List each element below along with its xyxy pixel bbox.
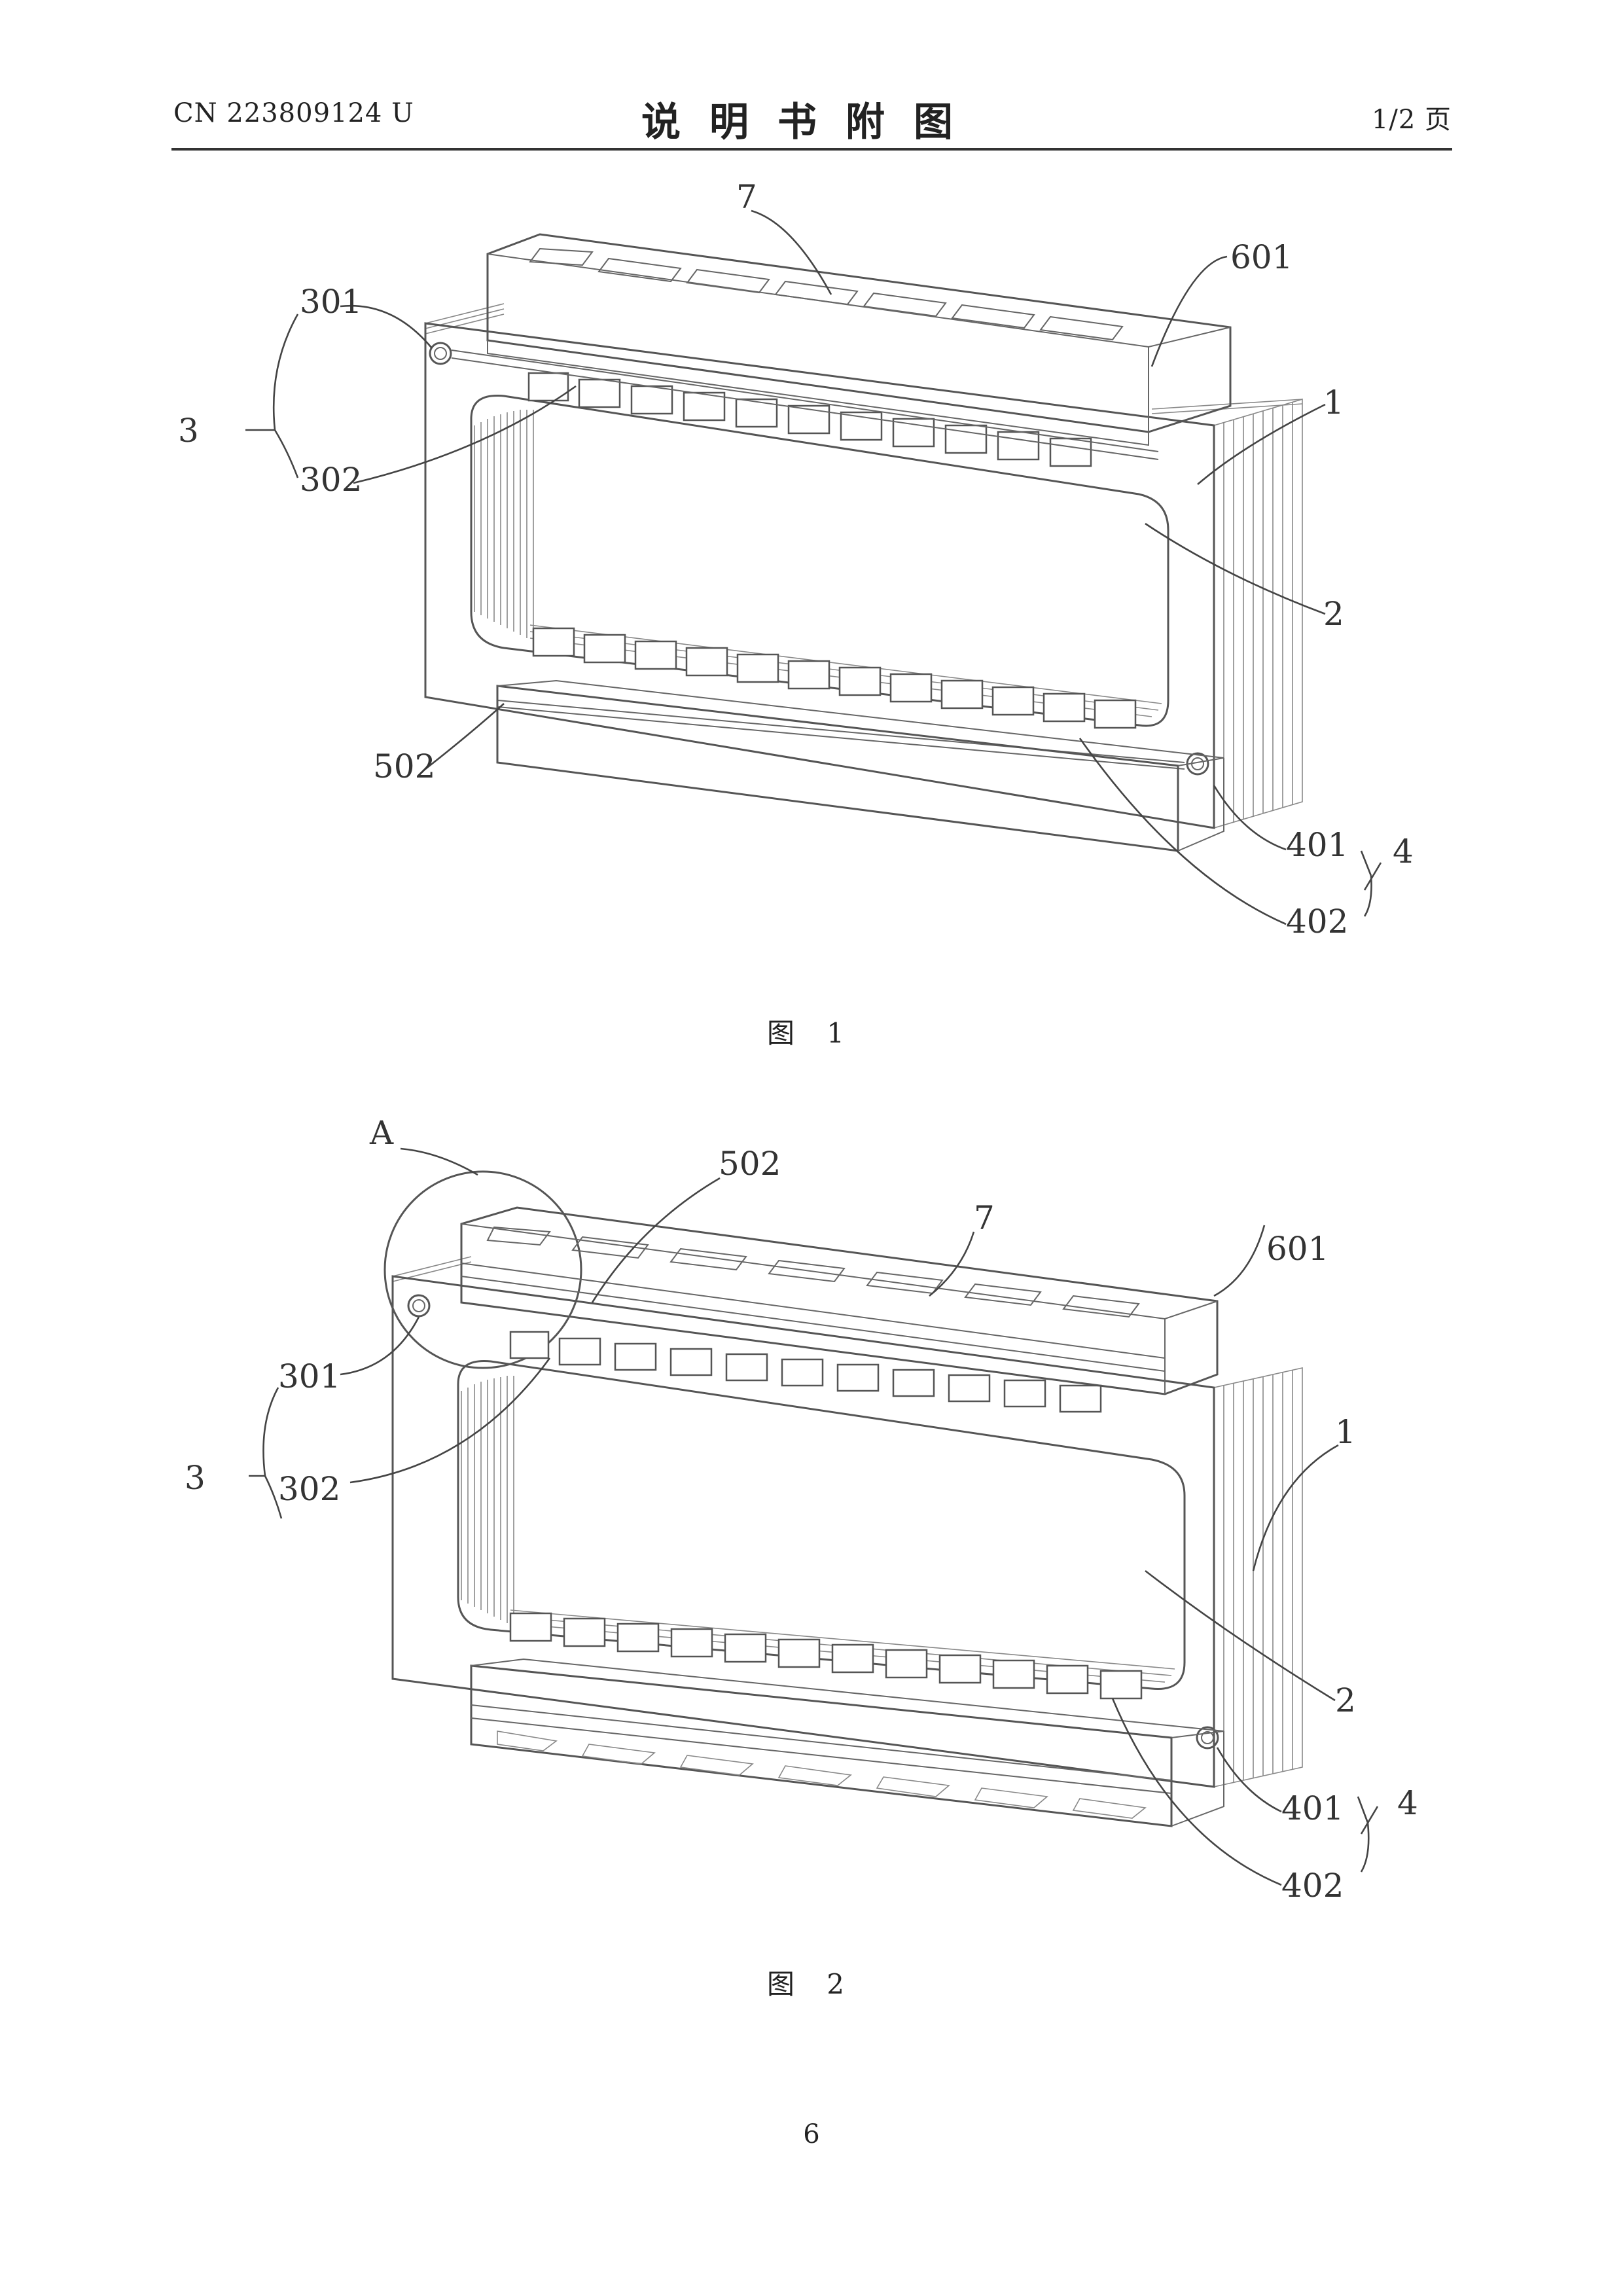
figure-2-top-cells	[510, 1332, 1101, 1412]
figure-1-drawing: 7 601 301 3 302 1 2 502 401 4 402	[0, 0, 1623, 1021]
fig2-label-2: 2	[1335, 1681, 1356, 1719]
figure-1-leader-lines	[245, 211, 1381, 924]
figure-2-leader-lines	[249, 1149, 1378, 1885]
fig1-label-401: 401	[1286, 826, 1348, 864]
fig2-label-3: 3	[185, 1459, 205, 1497]
fig1-label-7: 7	[736, 178, 757, 216]
fig1-label-4: 4	[1393, 833, 1414, 870]
figure-1-top-cells	[529, 373, 1091, 466]
fig1-label-601: 601	[1230, 238, 1293, 276]
figure-1-core	[425, 304, 1302, 828]
fig2-label-401: 401	[1281, 1789, 1344, 1827]
fig1-label-402: 402	[1286, 903, 1348, 941]
figure-2-core	[393, 1257, 1302, 1787]
fig1-label-3: 3	[178, 412, 199, 450]
fig2-label-402: 402	[1281, 1867, 1344, 1905]
figure-2-drawing: A 502 7 601 301 3 302 1 2 401 4 402	[0, 1060, 1623, 1977]
fig2-label-7: 7	[974, 1199, 995, 1237]
fig1-label-2: 2	[1323, 595, 1344, 633]
fig2-label-302: 302	[278, 1470, 340, 1508]
fig2-label-a: A	[369, 1114, 394, 1152]
figure-2-caption: 图 2	[0, 1962, 1623, 2002]
figure-2-bottom-cells	[510, 1613, 1141, 1698]
fig1-label-502: 502	[373, 747, 435, 785]
fig1-label-301: 301	[300, 283, 362, 321]
fig2-detail-circle-a	[385, 1172, 581, 1368]
fig2-label-601: 601	[1266, 1230, 1329, 1268]
fig2-label-4: 4	[1397, 1784, 1418, 1822]
fig2-label-502: 502	[719, 1145, 781, 1183]
fig1-label-1: 1	[1323, 384, 1344, 422]
page-number: 6	[0, 2119, 1623, 2149]
fig1-label-302: 302	[300, 461, 362, 499]
fig2-label-1: 1	[1335, 1413, 1356, 1451]
fig2-label-301: 301	[278, 1357, 340, 1395]
figure-1-caption: 图 1	[0, 1011, 1623, 1051]
